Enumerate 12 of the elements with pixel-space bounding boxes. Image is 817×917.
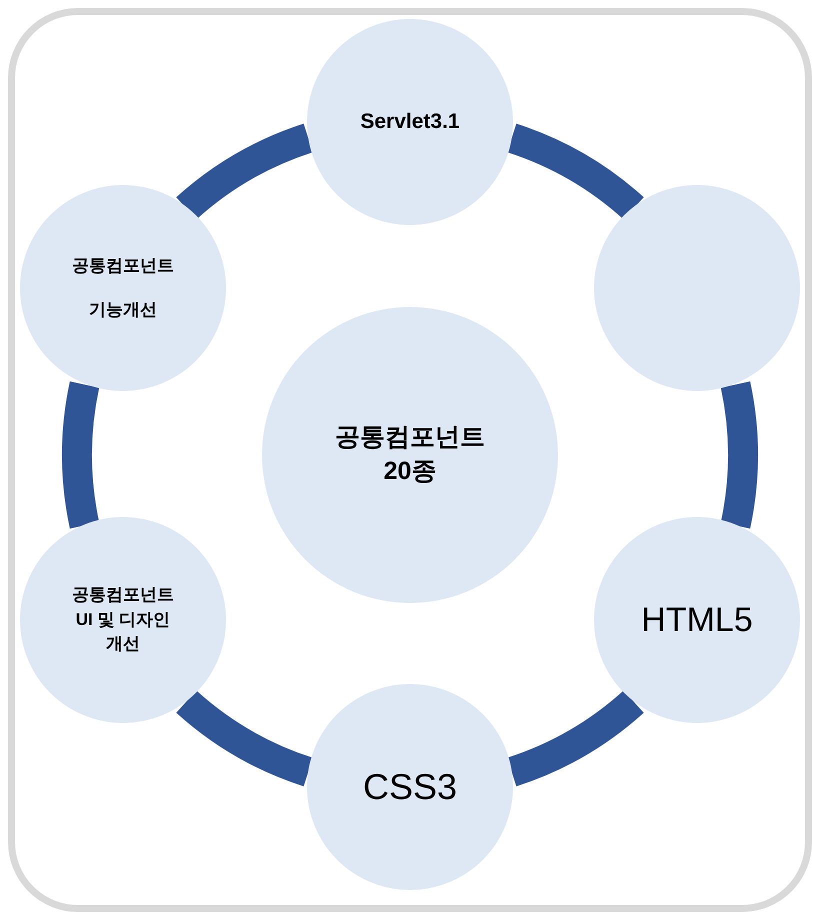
- node-label: Servlet3.1: [360, 109, 460, 136]
- ring-connector: [176, 124, 314, 220]
- ring-connector: [62, 382, 100, 528]
- ring-connector: [720, 382, 758, 528]
- node-label: 공통컴포넌트 20종: [334, 422, 486, 487]
- node-label: HTML5: [641, 600, 753, 640]
- node-label: CSS3: [362, 765, 458, 809]
- node-label: 공통컴포넌트 기능개선: [71, 254, 175, 321]
- ring-connector: [176, 690, 314, 786]
- ring-connector: [506, 690, 644, 786]
- ring-connector: [506, 124, 644, 220]
- node-label: 공통컴포넌트 UI 및 디자인 개선: [71, 584, 175, 656]
